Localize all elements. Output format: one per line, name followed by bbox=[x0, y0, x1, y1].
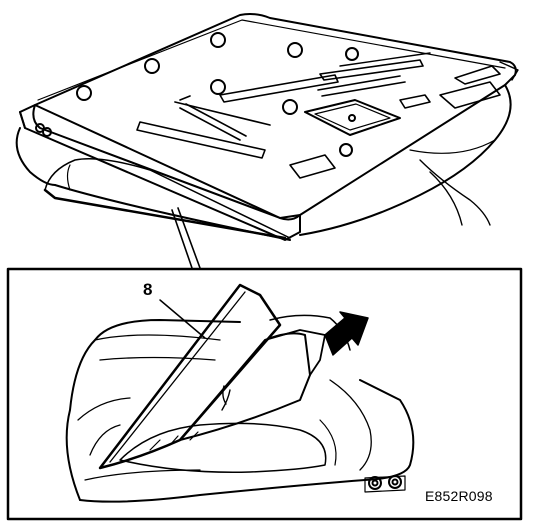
callout-number-label: 8 bbox=[143, 280, 153, 299]
pull-direction-arrow-icon bbox=[324, 311, 369, 356]
cushion-detail bbox=[65, 283, 415, 503]
seat-cushion-underside bbox=[15, 13, 519, 269]
detail-inset-frame bbox=[6, 267, 523, 521]
figure-code-label: E852R098 bbox=[425, 488, 493, 504]
